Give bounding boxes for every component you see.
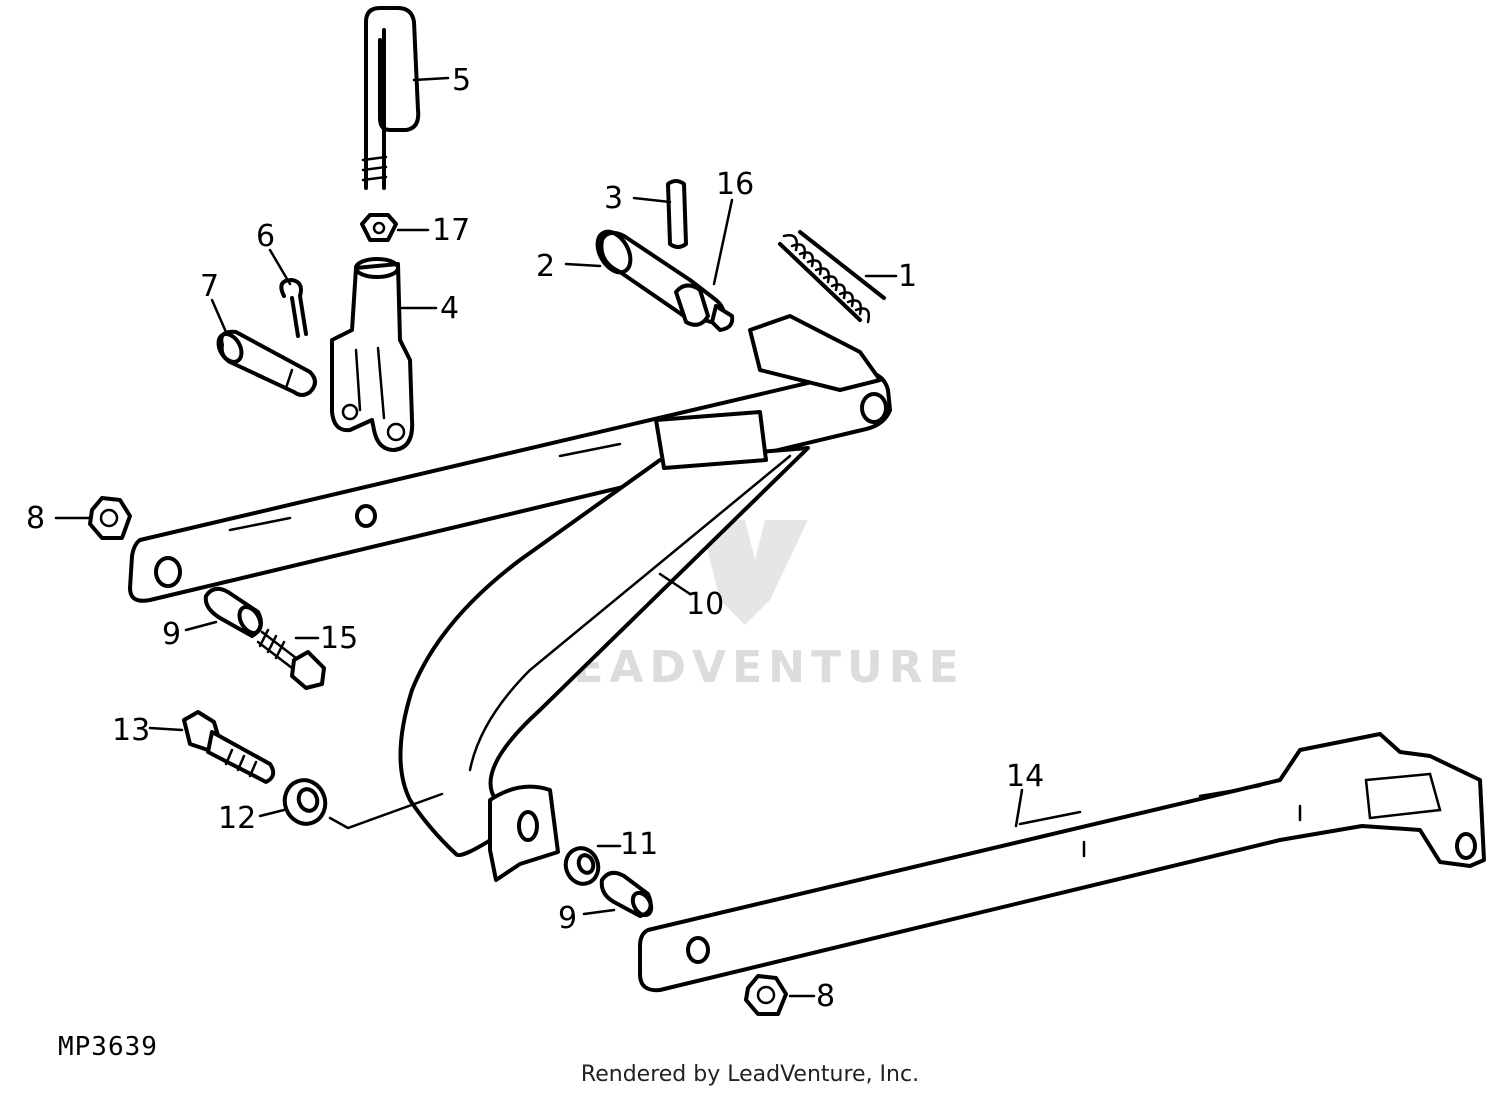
leader-2: [564, 262, 602, 268]
callout-16: 16: [716, 167, 754, 202]
callout-3: 3: [604, 181, 623, 216]
part-11-bushing: [563, 846, 601, 886]
part-16-collar: [674, 283, 710, 327]
callout-4: 4: [440, 291, 459, 326]
callout-5: 5: [452, 63, 471, 98]
part-9-spacer-upper: [203, 586, 263, 638]
callout-1: 1: [898, 259, 917, 294]
part-8-nut-lower: [744, 974, 788, 1016]
leader-9-upper: [184, 620, 218, 632]
callout-6: 6: [256, 219, 275, 254]
part-8-nut-upper: [88, 496, 132, 540]
part-17-nut: [360, 213, 398, 242]
part-15-bolt: [256, 628, 326, 690]
part-13-bolt: [182, 710, 276, 784]
render-credit: Rendered by LeadVenture, Inc.: [580, 1062, 920, 1087]
callout-9-upper: 9: [162, 617, 181, 652]
part-7-clevis-pin: [216, 329, 317, 397]
callout-10: 10: [686, 587, 724, 622]
callout-11: 11: [620, 827, 658, 862]
callout-13: 13: [112, 713, 150, 748]
leader-9-lower: [582, 908, 616, 916]
leader-3: [632, 196, 672, 204]
callout-2: 2: [536, 249, 555, 284]
part-10-bent-arm: [398, 314, 882, 882]
callout-14: 14: [1006, 759, 1044, 794]
leader-14: [1014, 788, 1024, 828]
callout-15: 15: [320, 621, 358, 656]
callout-8-right: 8: [816, 979, 835, 1014]
part-4-yoke: [330, 257, 415, 452]
part-14-lower-arm: [638, 732, 1486, 993]
leader-16: [712, 198, 734, 286]
part-6-cotter-pin: [279, 278, 308, 338]
callout-8-left: 8: [26, 501, 45, 536]
callout-12: 12: [218, 801, 256, 836]
part-2-pin: [595, 229, 735, 332]
leader-6: [268, 248, 292, 286]
callout-17: 17: [432, 213, 470, 248]
part-12-washer: [282, 778, 444, 830]
figure-code: MP3639: [58, 1032, 158, 1062]
leader-12: [258, 808, 286, 818]
leader-5: [412, 76, 450, 82]
leader-10: [658, 572, 692, 596]
watermark-text: LEADVENTURE: [539, 642, 964, 693]
leader-7: [210, 298, 228, 334]
part-3-roll-pin: [666, 179, 688, 249]
part-1-spring: [778, 230, 886, 324]
callout-labels: 5 17 4 6 7 3 16 2 1 8 9 15 10 13 12 11 9…: [26, 63, 1044, 1014]
part-5-hook-rod: [361, 6, 421, 190]
callout-7: 7: [200, 269, 219, 304]
callout-9-lower: 9: [558, 901, 577, 936]
leader-lines: [54, 76, 1024, 998]
part-9-spacer-lower: [599, 870, 654, 918]
leader-13: [148, 726, 184, 732]
